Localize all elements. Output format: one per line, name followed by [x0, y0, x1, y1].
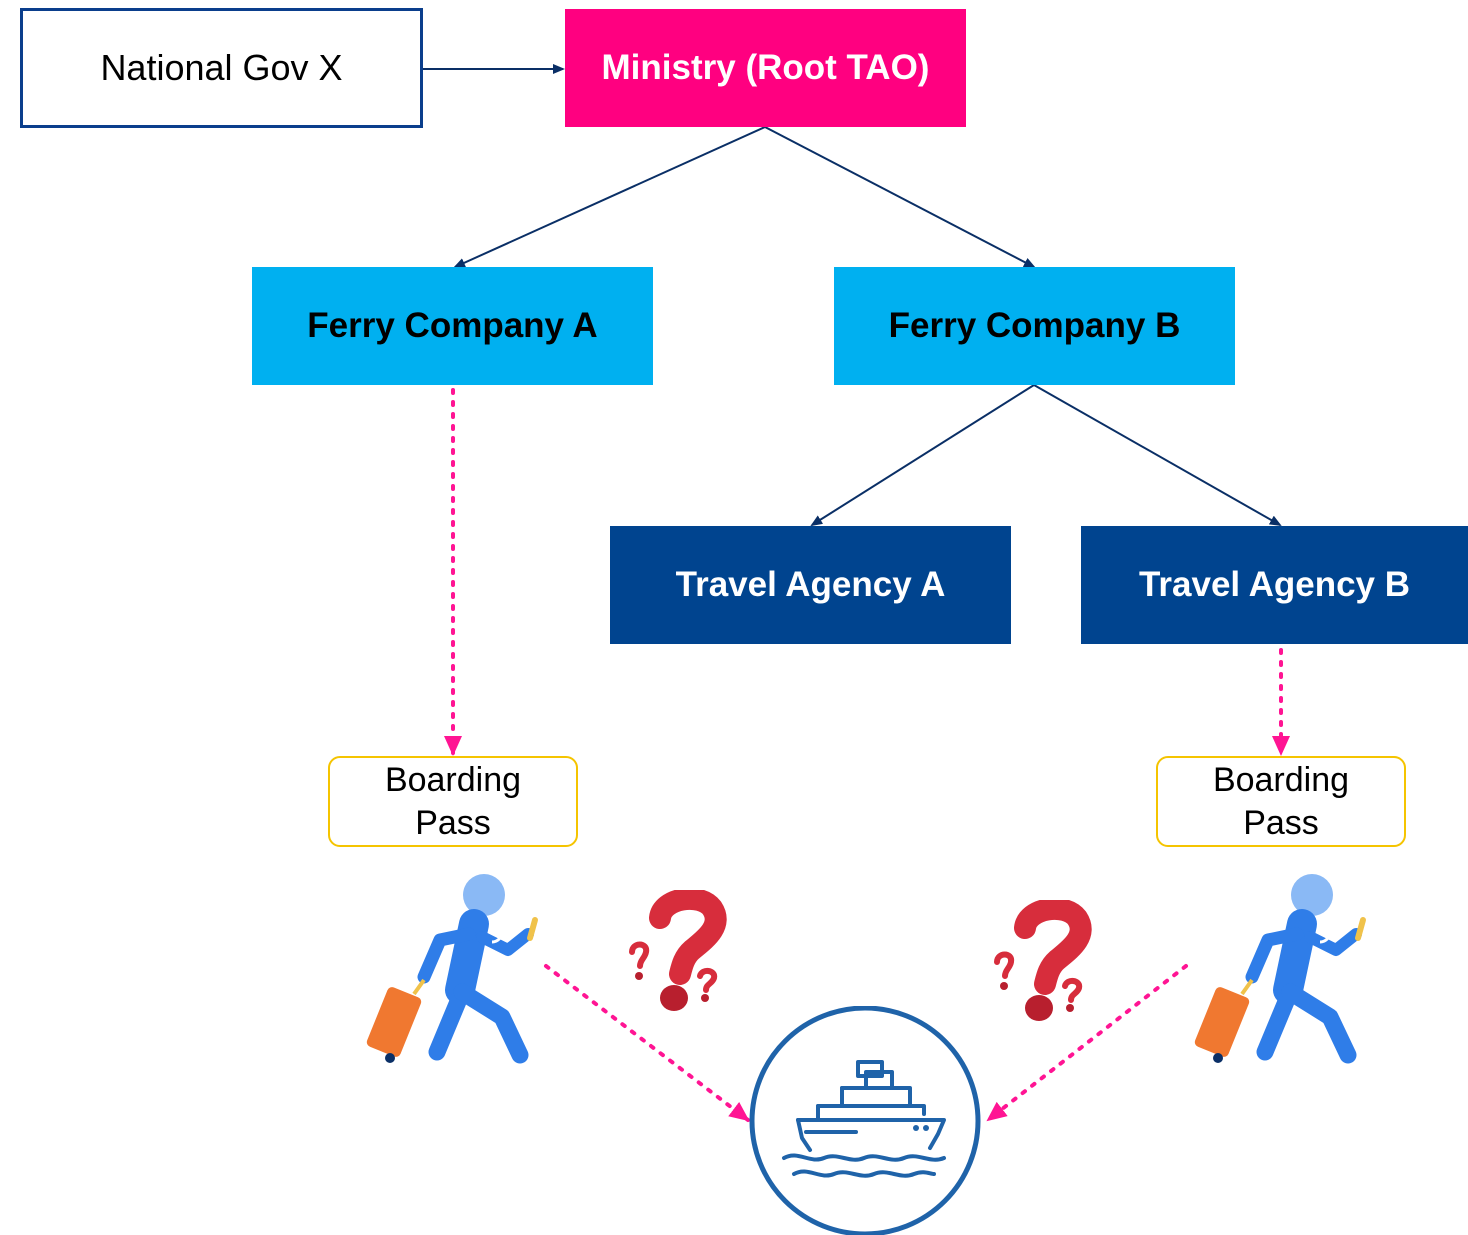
boarding-pass-right: Boarding Pass [1156, 756, 1406, 847]
edge-ferry-b-agency-a [810, 384, 1035, 527]
question-marks-icon [629, 890, 727, 1011]
traveler-icon [1194, 874, 1366, 1064]
node-national-gov: National Gov X [20, 8, 423, 128]
node-travel-agency-a: Travel Agency A [610, 526, 1011, 644]
node-national-gov-label: National Gov X [100, 47, 343, 88]
node-travel-agency-b: Travel Agency B [1081, 526, 1468, 644]
node-ministry: Ministry (Root TAO) [565, 9, 966, 127]
node-ministry-label: Ministry (Root TAO) [601, 48, 930, 87]
boarding-pass-left: Boarding Pass [328, 756, 578, 847]
node-travel-agency-a-label: Travel Agency A [675, 565, 946, 604]
node-ferry-company-b: Ferry Company B [834, 267, 1235, 385]
question-marks-icon [994, 900, 1092, 1021]
edge-ferry-b-agency-b [1033, 384, 1282, 526]
node-ferry-company-b-label: Ferry Company B [888, 306, 1181, 345]
edge-ministry-ferry-a [453, 126, 766, 268]
edge-ministry-ferry-b [764, 126, 1036, 268]
ship-icon [749, 1006, 981, 1235]
node-travel-agency-b-label: Travel Agency B [1138, 565, 1411, 604]
boarding-pass-right-label: Boarding Pass [1212, 761, 1350, 842]
node-ferry-company-a-label: Ferry Company A [307, 306, 598, 345]
boarding-pass-left-label: Boarding Pass [384, 761, 522, 842]
node-ferry-company-a: Ferry Company A [252, 267, 653, 385]
traveler-icon [366, 874, 538, 1064]
